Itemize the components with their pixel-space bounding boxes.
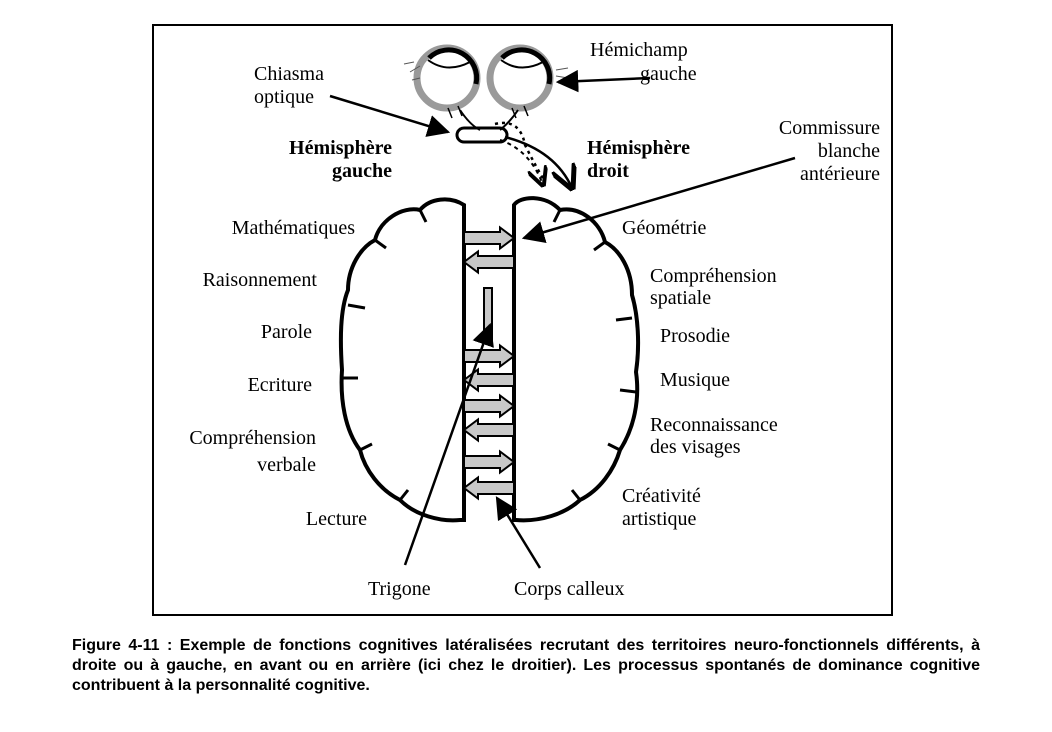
right-hemisphere xyxy=(512,196,641,523)
left-hemisphere xyxy=(338,197,466,523)
callosal-arrow-5 xyxy=(462,417,515,443)
callosal-arrow-7 xyxy=(462,475,515,501)
hemisphere-droit-label-2: droit xyxy=(587,160,629,182)
chiasma-label-2: optique xyxy=(254,86,314,108)
callosal-arrow-3 xyxy=(462,367,515,393)
hemisphere-gauche-label-2: gauche xyxy=(332,160,392,182)
corps-calleux-pointer xyxy=(495,496,542,569)
commissure-pointer xyxy=(521,156,796,244)
optic-tract-solid xyxy=(504,135,572,188)
right-function-spatiale: spatiale xyxy=(650,287,711,309)
hemichamp-label-2: gauche xyxy=(640,63,697,85)
callosal-arrow-6 xyxy=(463,449,516,475)
brain-sulci xyxy=(342,209,637,501)
callosal-arrow-2 xyxy=(463,343,516,369)
chiasma-label: Chiasma xyxy=(254,63,324,85)
commissure-label-3: antérieure xyxy=(800,163,880,185)
optic-tract-dotted xyxy=(499,139,543,185)
hemichamp-label: Hémichamp xyxy=(590,39,688,61)
right-function-visages: des visages xyxy=(650,436,741,458)
right-function-creativite: Créativité xyxy=(622,485,701,507)
corpus-callosum-arrows xyxy=(462,225,516,501)
trigone-label: Trigone xyxy=(368,578,431,600)
right-function-artistique: artistique xyxy=(622,508,697,530)
left-function-verbale: verbale xyxy=(257,454,316,476)
optic-nerve-left xyxy=(459,109,481,131)
optic-chiasma-shape xyxy=(455,126,509,144)
callosal-arrow-4 xyxy=(463,393,516,419)
trigone-pointer xyxy=(403,322,494,566)
right-eye-icon xyxy=(486,44,569,119)
commissure-label: Commissure xyxy=(779,117,880,139)
optic-nerve-right xyxy=(499,109,519,131)
left-function-raisonnement: Raisonnement xyxy=(203,269,318,291)
figure-caption: Figure 4-11 : Exemple de fonctions cogni… xyxy=(72,637,980,694)
callosal-arrow-0 xyxy=(463,225,516,251)
right-function-prosodie: Prosodie xyxy=(660,325,730,347)
corps-calleux-label: Corps calleux xyxy=(514,578,625,600)
callosal-arrow-1 xyxy=(462,249,515,275)
hemichamp-pointer xyxy=(555,69,651,93)
left-eye-icon xyxy=(403,44,481,119)
left-function-lecture: Lecture xyxy=(306,508,367,530)
right-function-comprehension: Compréhension xyxy=(650,265,777,287)
right-function-musique: Musique xyxy=(660,369,730,391)
right-function-geometrie: Géométrie xyxy=(622,217,707,239)
left-function-mathematiques: Mathématiques xyxy=(232,217,356,239)
right-function-reconnaissance: Reconnaissance xyxy=(650,414,778,436)
left-function-comprehension: Compréhension xyxy=(189,427,316,449)
commissure-label-2: blanche xyxy=(818,140,880,162)
hemisphere-droit-label: Hémisphère xyxy=(587,137,690,159)
left-function-parole: Parole xyxy=(261,321,312,343)
left-function-ecriture: Ecriture xyxy=(248,374,313,396)
chiasma-pointer xyxy=(329,94,451,137)
hemisphere-gauche-label: Hémisphère xyxy=(289,137,392,159)
